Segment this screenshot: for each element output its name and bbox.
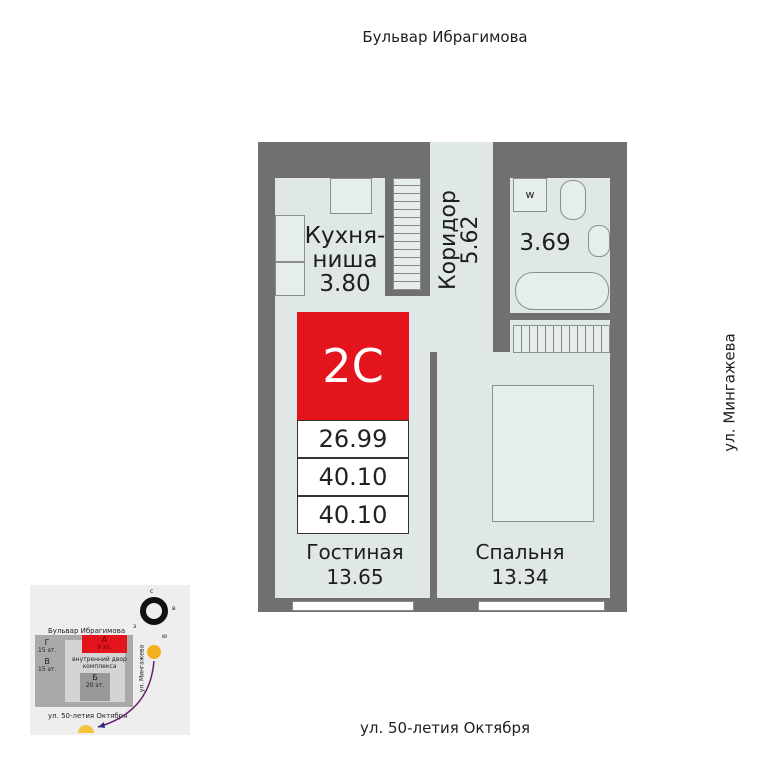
minimap-street-south: ул. 50-летия Октября xyxy=(48,712,128,720)
apartment-type-badge: 2С xyxy=(297,312,409,420)
compass-w: з xyxy=(133,623,137,630)
living-area-box: 26.99 xyxy=(297,420,409,458)
bed-icon xyxy=(492,385,594,522)
courtyard-label: внутренний двор комплекса xyxy=(72,656,127,670)
bathroom-area: 3.69 xyxy=(519,230,571,256)
sunset-icon xyxy=(78,725,94,733)
washbasin-icon xyxy=(588,225,610,257)
street-south: ул. 50-летия Октября xyxy=(359,719,531,737)
street-east: ул. Мингажева xyxy=(720,333,739,452)
sink-icon xyxy=(275,215,305,262)
sun-icon xyxy=(147,645,161,659)
fan-icon xyxy=(275,262,305,296)
stove-icon xyxy=(330,178,372,214)
window xyxy=(478,601,605,611)
sun-path-arrow xyxy=(97,660,155,728)
total-area-box-2: 40.10 xyxy=(297,496,409,534)
street-north: Бульвар Ибрагимова xyxy=(362,28,528,46)
bathtub-icon xyxy=(515,272,609,310)
toilet-icon xyxy=(560,180,586,220)
washer-icon: w xyxy=(513,178,547,212)
window xyxy=(292,601,414,611)
compass-n: с xyxy=(150,588,154,595)
compass-icon xyxy=(140,597,168,625)
total-area-box: 40.10 xyxy=(297,458,409,496)
compass-e: в xyxy=(172,605,176,612)
compass-s: ю xyxy=(162,633,168,640)
minimap-street-north: Бульвар Ибрагимова xyxy=(48,627,126,635)
